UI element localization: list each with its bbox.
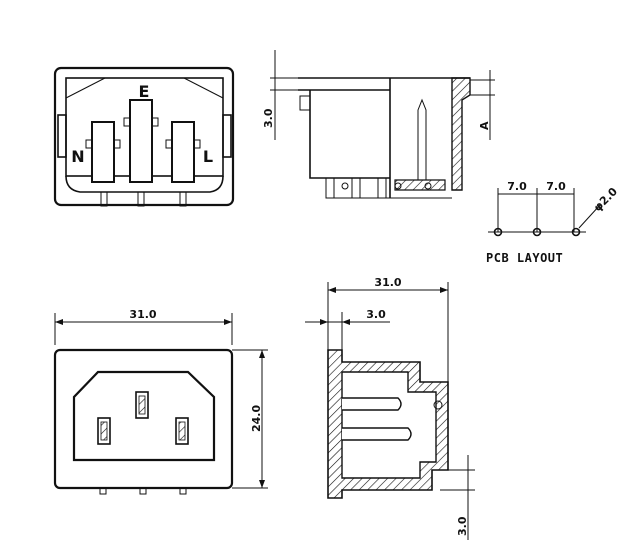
pin-side bbox=[417, 98, 427, 181]
dim-flange: 3.0 bbox=[366, 308, 386, 321]
pcb-hole-3 bbox=[571, 227, 581, 237]
pcb-hole-1 bbox=[493, 227, 503, 237]
earth-contact bbox=[129, 99, 153, 183]
right-latch bbox=[222, 114, 232, 158]
pin-n bbox=[100, 191, 108, 207]
pcb-pitch-2: 7.0 bbox=[546, 180, 566, 193]
pcb-hole-2 bbox=[532, 227, 542, 237]
dim-height: 24.0 bbox=[250, 405, 263, 432]
label-live: L bbox=[203, 147, 213, 166]
side-section-top: 3.0 A bbox=[262, 50, 495, 199]
hatched-wall bbox=[451, 77, 471, 191]
dim-depth: 31.0 bbox=[374, 276, 401, 289]
pin-l bbox=[179, 191, 187, 207]
left-latch bbox=[57, 114, 67, 158]
pcb-pitch-1: 7.0 bbox=[507, 180, 527, 193]
dim-section-a: A bbox=[478, 121, 491, 130]
front-flange bbox=[53, 348, 234, 490]
side-pin-upper bbox=[342, 397, 402, 411]
pcb-hole-diameter: φ2.0 bbox=[591, 185, 620, 214]
front-view-bottom-left: 31.0 24.0 bbox=[53, 308, 268, 495]
rear-view-top-left: E N L bbox=[53, 66, 235, 207]
body-left bbox=[309, 90, 390, 179]
dim-width: 31.0 bbox=[129, 308, 156, 321]
inner-cavity-bottom bbox=[65, 175, 224, 193]
pin-e bbox=[137, 191, 145, 207]
label-earth: E bbox=[139, 82, 150, 101]
neutral-contact bbox=[91, 121, 115, 183]
inlet-outline bbox=[72, 370, 216, 462]
pcb-layout: 7.0 7.0 φ2.0 PCB LAYOUT bbox=[486, 180, 620, 265]
live-contact bbox=[171, 121, 195, 183]
side-pin-lower bbox=[342, 427, 412, 441]
dim-height-top: 3.0 bbox=[262, 108, 275, 128]
inlet-l-slot bbox=[175, 417, 189, 445]
inlet-n-slot bbox=[97, 417, 111, 445]
side-section-bottom: 31.0 3.0 3.0 bbox=[305, 276, 475, 540]
label-neutral: N bbox=[71, 147, 84, 166]
inlet-e-slot bbox=[135, 391, 149, 419]
dim-pin-out: 3.0 bbox=[456, 516, 469, 536]
pcb-layout-title: PCB LAYOUT bbox=[486, 251, 563, 265]
